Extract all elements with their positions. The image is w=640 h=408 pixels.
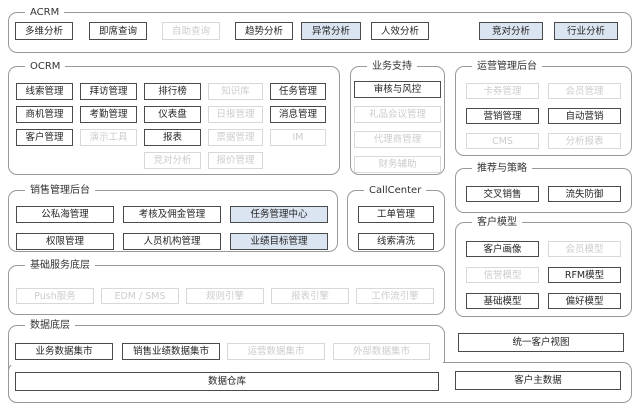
module-adhoc-query: 即席查询 xyxy=(89,22,147,40)
module-receipt-management: 票据管理 xyxy=(208,129,263,146)
module-push-service: Push服务 xyxy=(16,288,94,304)
module-personnel-org-management: 人员机构管理 xyxy=(123,233,221,250)
module-competitor-analysis: 竞对分析 xyxy=(479,22,543,40)
module-customer-master-data: 客户主数据 xyxy=(455,371,621,390)
module-message-management: 消息管理 xyxy=(270,106,326,123)
module-permission-management: 权限管理 xyxy=(16,233,114,250)
module-leaderboard: 排行榜 xyxy=(144,83,201,100)
module-sales-performance-data-mart: 销售业绩数据集市 xyxy=(122,343,220,360)
group-acrm-label: ACRM xyxy=(25,6,65,19)
module-data-warehouse: 数据仓库 xyxy=(15,372,439,391)
module-external-data-mart: 外部数据集市 xyxy=(333,343,430,360)
group-customer-model: 客户模型 客户画像 会员模型 信誉模型 RFM模型 基础模型 偏好模型 xyxy=(455,216,632,317)
group-callcenter: CallCenter 工单管理 线索清洗 xyxy=(347,184,445,252)
module-lead-pool-management: 公私海管理 xyxy=(16,206,114,223)
group-data-layer-label: 数据底层 xyxy=(25,319,75,332)
module-performance-target-management: 业绩目标管理 xyxy=(230,233,328,250)
module-customer-management: 客户管理 xyxy=(16,129,73,146)
module-assessment-commission-management: 考核及佣金管理 xyxy=(123,206,221,223)
group-operations-admin: 运营管理后台 卡券管理 会员管理 营销管理 自动营销 CMS 分析报表 xyxy=(455,60,632,156)
module-audit-risk-control: 审核与风控 xyxy=(354,81,441,98)
group-operations-admin-label: 运营管理后台 xyxy=(472,60,542,73)
module-member-management: 会员管理 xyxy=(548,83,621,99)
module-coupon-management: 卡券管理 xyxy=(466,83,539,99)
module-business-data-mart: 业务数据集市 xyxy=(15,343,113,360)
module-agent-management: 代理商管理 xyxy=(354,131,441,148)
module-reports: 报表 xyxy=(144,129,201,146)
module-im: IM xyxy=(270,129,326,146)
module-anomaly-analysis: 异常分析 xyxy=(301,22,361,40)
group-callcenter-label: CallCenter xyxy=(364,184,427,197)
module-cms: CMS xyxy=(466,133,539,149)
module-task-management-center: 任务管理中心 xyxy=(230,206,328,223)
group-sales-admin-label: 销售管理后台 xyxy=(25,184,95,197)
module-multi-dimension-analysis: 多维分析 xyxy=(15,22,73,40)
module-report-engine: 报表引擎 xyxy=(271,288,349,304)
group-sales-admin: 销售管理后台 公私海管理 考核及佣金管理 任务管理中心 权限管理 人员机构管理 … xyxy=(8,184,338,252)
module-daily-report-management: 日报管理 xyxy=(208,106,263,123)
module-reputation-model: 信誉模型 xyxy=(466,267,539,283)
module-hr-efficiency-analysis: 人效分析 xyxy=(371,22,429,40)
module-visit-management: 拜访管理 xyxy=(80,83,137,100)
module-attendance-management: 考勤管理 xyxy=(80,106,137,123)
module-leads-management: 线索管理 xyxy=(16,83,73,100)
data-layer-join-patch xyxy=(10,361,443,365)
group-base-services-label: 基础服务底层 xyxy=(25,259,95,272)
module-finance-assist: 财务辅助 xyxy=(354,156,441,173)
module-marketing-management: 营销管理 xyxy=(466,108,539,124)
module-knowledge-base: 知识库 xyxy=(208,83,263,100)
group-acrm: ACRM 多维分析 即席查询 自助查询 趋势分析 异常分析 人效分析 竞对分析 … xyxy=(8,6,632,53)
module-task-management: 任务管理 xyxy=(270,83,326,100)
module-churn-prevention: 流失防御 xyxy=(548,186,621,202)
module-customer-profile: 客户画像 xyxy=(466,241,539,257)
group-business-support-label: 业务支持 xyxy=(367,60,417,73)
group-recommendation-strategy-label: 推荐与策略 xyxy=(472,162,532,175)
module-rfm-model: RFM模型 xyxy=(548,267,621,283)
module-quotation-management: 报价管理 xyxy=(208,152,263,169)
group-ocrm: OCRM 线索管理 拜访管理 排行榜 知识库 任务管理 商机管理 考勤管理 仪表… xyxy=(8,60,340,175)
module-work-order-management: 工单管理 xyxy=(358,206,434,223)
module-operations-data-mart: 运营数据集市 xyxy=(227,343,325,360)
group-recommendation-strategy: 推荐与策略 交叉销售 流失防御 xyxy=(455,162,632,213)
module-gift-meeting-management: 礼品会议管理 xyxy=(354,106,441,123)
module-trend-analysis: 趋势分析 xyxy=(235,22,293,40)
module-lead-cleansing: 线索清洗 xyxy=(358,233,434,250)
module-workflow-engine: 工作流引擎 xyxy=(356,288,434,304)
module-demo-tools: 演示工具 xyxy=(80,129,137,146)
group-base-services: 基础服务底层 Push服务 EDM / SMS 规则引擎 报表引擎 工作流引擎 xyxy=(8,259,445,315)
module-unified-customer-view: 统一客户视图 xyxy=(458,333,624,352)
module-opportunity-management: 商机管理 xyxy=(16,106,73,123)
module-preference-model: 偏好模型 xyxy=(548,293,621,309)
module-edm-sms: EDM / SMS xyxy=(101,288,179,304)
module-self-service-query: 自助查询 xyxy=(162,22,220,40)
group-business-support: 业务支持 审核与风控 礼品会议管理 代理商管理 财务辅助 xyxy=(350,60,445,175)
module-industry-analysis: 行业分析 xyxy=(554,22,618,40)
module-auto-marketing: 自动营销 xyxy=(548,108,621,124)
module-cross-selling: 交叉销售 xyxy=(466,186,539,202)
module-analysis-reports: 分析报表 xyxy=(548,133,621,149)
module-basic-model: 基础模型 xyxy=(466,293,539,309)
group-ocrm-label: OCRM xyxy=(25,60,66,73)
module-competitor-analysis-ocrm: 竞对分析 xyxy=(144,152,201,169)
group-customer-model-label: 客户模型 xyxy=(472,216,522,229)
module-dashboard: 仪表盘 xyxy=(144,106,201,123)
module-member-model: 会员模型 xyxy=(548,241,621,257)
module-rule-engine: 规则引擎 xyxy=(186,288,264,304)
